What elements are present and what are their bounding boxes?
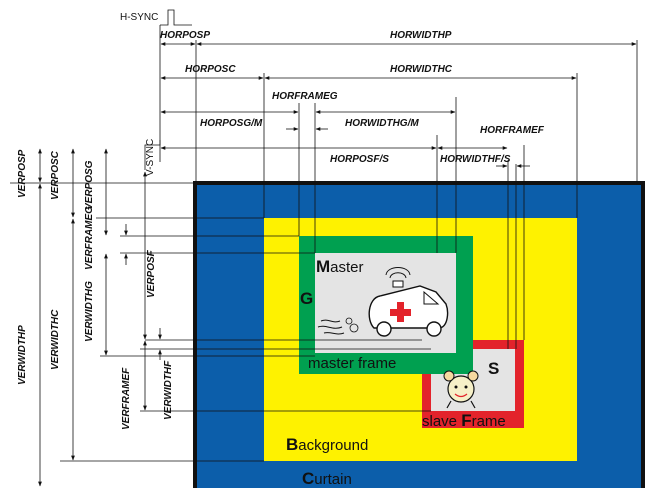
verposg-label: VERPOSG (84, 160, 95, 210)
slave-window-initial: S (488, 359, 499, 378)
verframef-label: VERFRAMEF (121, 367, 132, 430)
verposf-label: VERPOSF (146, 249, 157, 298)
master-window-label: Master (316, 257, 364, 276)
horwidthf-s-label: HORWIDTHF/S (440, 154, 511, 165)
master-frame-initial: G (300, 289, 313, 308)
vsync-label: V-SYNC (145, 139, 156, 176)
horframeg-label: HORFRAMEG (272, 91, 338, 102)
horposp-label: HORPOSP (160, 30, 210, 41)
verwidthf-label: VERWIDTHF (163, 360, 174, 420)
verwidthc-label: VERWIDTHC (50, 309, 61, 370)
background-label: Background (286, 435, 368, 454)
hsync-label: H-SYNC (120, 12, 158, 23)
regions (195, 183, 643, 488)
slave-frame-label: slave Frame (422, 411, 506, 430)
verposc-label: VERPOSC (50, 150, 61, 200)
master-frame-label: master frame (308, 355, 396, 372)
horposc-label: HORPOSC (185, 64, 236, 75)
horizontal-dimensions (161, 44, 636, 166)
horwidthg-m-label: HORWIDTHG/M (345, 118, 419, 129)
hsync-pulse (160, 10, 192, 25)
curtain-label: Curtain (302, 469, 352, 488)
verwidthp-label: VERWIDTHP (17, 325, 28, 385)
horposf-s-label: HORPOSF/S (330, 154, 389, 165)
verwidthg-label: VERWIDTHG (84, 281, 95, 342)
verposp-label: VERPOSP (17, 149, 28, 198)
verframeg-label: VERFRAMEG (84, 206, 95, 270)
horwidthp-label: HORWIDTHP (390, 30, 452, 41)
horframef-label: HORFRAMEF (480, 125, 545, 136)
horwidthc-label: HORWIDTHC (390, 64, 453, 75)
horposg-m-label: HORPOSG/M (200, 118, 263, 129)
